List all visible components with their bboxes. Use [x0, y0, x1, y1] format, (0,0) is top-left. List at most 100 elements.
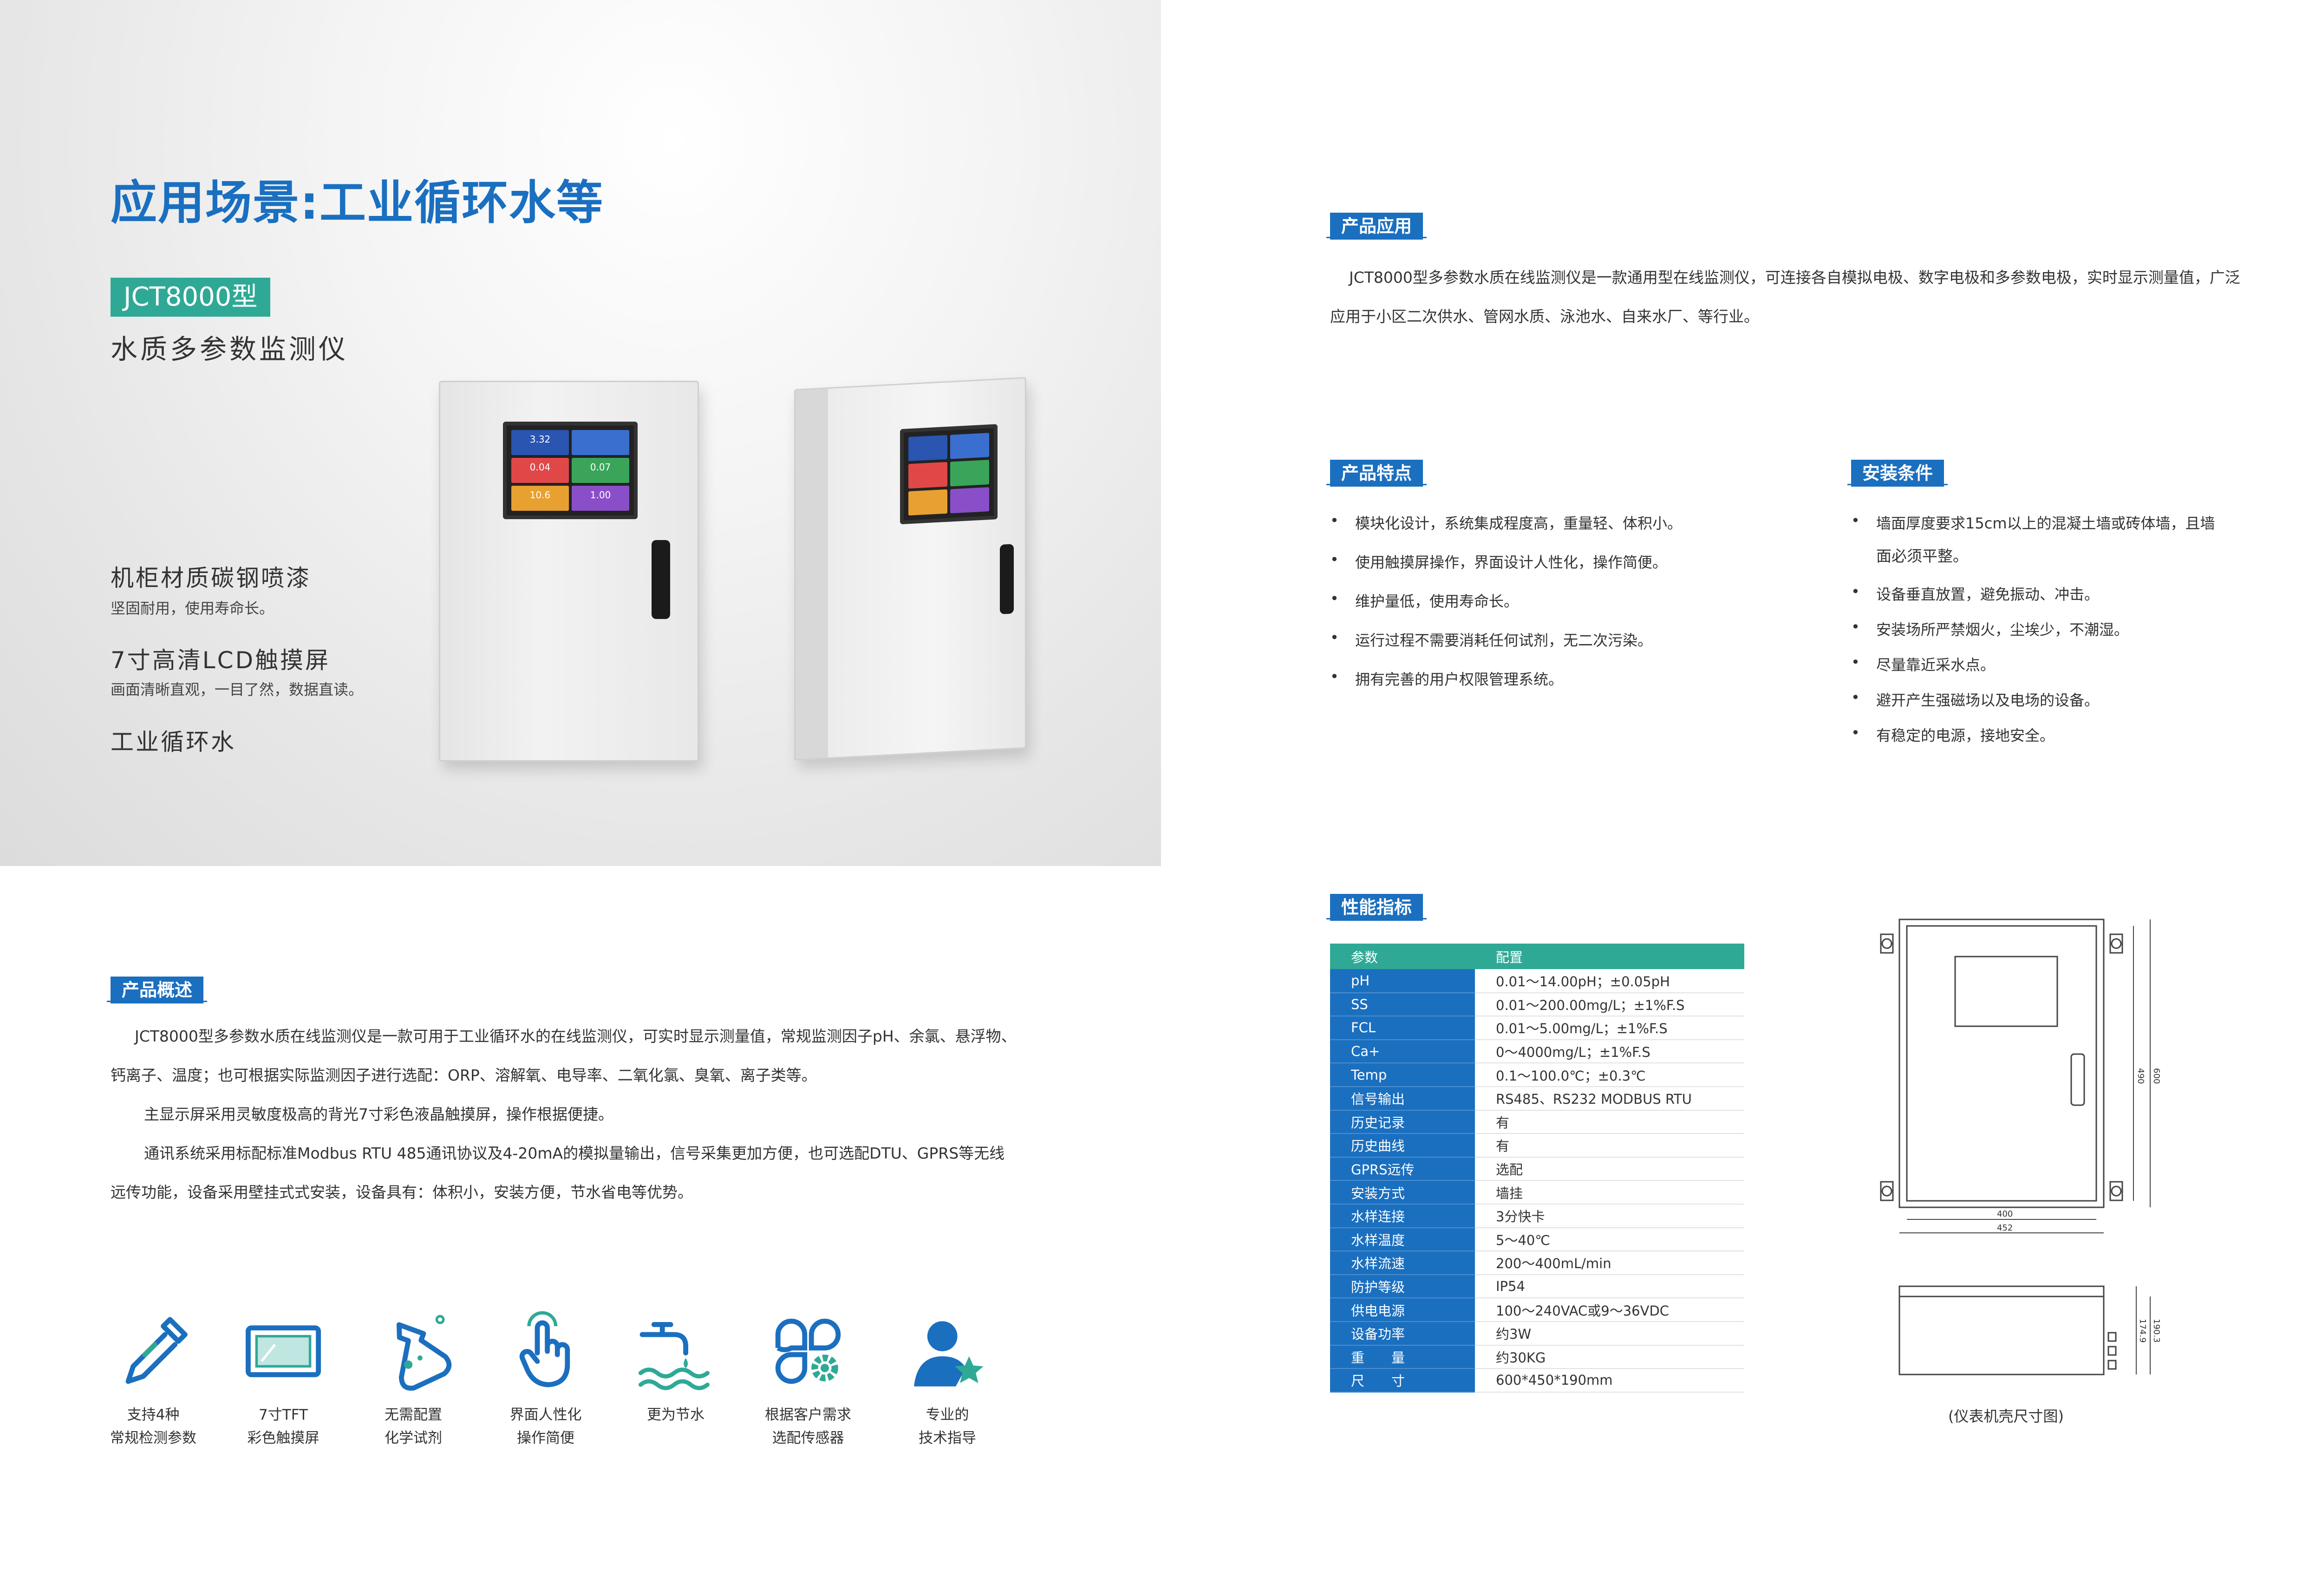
install-item-cont: 面必须平整。 [1876, 547, 1968, 565]
spec-row: 历史记录有 [1330, 1110, 1744, 1134]
spec-key: GPRS远传 [1330, 1157, 1475, 1181]
feature-item: 使用触摸屏操作，界面设计人性化，操作简便。 [1330, 551, 1667, 572]
spec-header: 配置 [1475, 944, 1744, 969]
hero-feature-desc: 画面清晰直观，一目了然，数据直读。 [111, 681, 364, 698]
spec-value: RS485、RS232 MODBUS RTU [1475, 1086, 1744, 1111]
spec-key: pH [1330, 969, 1475, 993]
icon-label: 化学试剂 [385, 1430, 442, 1446]
icon-label: 彩色触摸屏 [247, 1430, 320, 1446]
icon-label: 专业的 [926, 1407, 969, 1423]
spec-value: 200～400mL/min [1475, 1251, 1744, 1275]
feature-item: 模块化设计，系统集成程度高，重量轻、体积小。 [1330, 512, 1682, 533]
specs-label: 性能指标 [1326, 894, 1427, 921]
door-handle [1000, 544, 1014, 614]
feature-item: 拥有完善的用户权限管理系统。 [1330, 668, 1563, 689]
spec-value: 5～40℃ [1475, 1227, 1744, 1252]
spec-value: IP54 [1475, 1274, 1744, 1299]
icon-label: 7寸TFT [259, 1407, 308, 1423]
spec-key: 历史曲线 [1330, 1133, 1475, 1158]
screen-tile [908, 489, 947, 516]
spec-value: 600*450*190mm [1475, 1368, 1744, 1393]
screen-tile [950, 433, 989, 459]
dim-depth-b: 190.3 [2152, 1319, 2161, 1343]
spec-key: 设备功率 [1330, 1321, 1475, 1346]
spec-value: 有 [1475, 1133, 1744, 1158]
spec-key: 安装方式 [1330, 1180, 1475, 1205]
icon-label: 根据客户需求 [765, 1407, 851, 1423]
flask-icon [396, 1315, 452, 1391]
spec-key: 水样连接 [1330, 1204, 1475, 1228]
spec-key: 供电电源 [1330, 1298, 1475, 1322]
spec-row: 安装方式墙挂 [1330, 1180, 1744, 1205]
dim-width-inner: 400 [1997, 1209, 2013, 1219]
spec-header: 参数 [1330, 944, 1475, 969]
dropper-icon [125, 1317, 188, 1384]
dim-width-outer: 452 [1997, 1223, 2013, 1233]
touch-screen [900, 424, 998, 525]
screen-value: 0.07 [572, 458, 629, 483]
application-line: 应用于小区二次供水、管网水质、泳池水、自来水厂、等行业。 [1330, 307, 1759, 326]
icon-label: 更为节水 [647, 1407, 704, 1423]
touch-hand-icon [519, 1311, 570, 1388]
overview-label: 产品概述 [106, 977, 208, 1003]
screen-tile [908, 435, 947, 462]
feature-item: 运行过程不需要消耗任何试剂，无二次污染。 [1330, 629, 1652, 650]
screen-value: 0.04 [511, 458, 569, 483]
icon-label: 支持4种 [127, 1407, 180, 1423]
spec-row: GPRS远传选配 [1330, 1157, 1744, 1181]
install-item: 尽量靠近采水点。 [1851, 653, 1995, 675]
spec-row: 重 量约30KG [1330, 1345, 1744, 1369]
page-title: 应用场景:工业循环水等 [111, 176, 604, 230]
spec-value: 100～240VAC或9～36VDC [1475, 1298, 1744, 1322]
install-item: 墙面厚度要求15cm以上的混凝土墙或砖体墙，且墙 [1851, 512, 2215, 533]
install-item: 安装场所严禁烟火，尘埃少，不潮湿。 [1851, 618, 2129, 639]
overview-line: JCT8000型多参数水质在线监测仪是一款可用于工业循环水的在线监测仪，可实时显… [135, 1027, 1017, 1045]
feature-icon-item: 根据客户需求 选配传感器 [748, 1309, 868, 1450]
spec-row: 设备功率约3W [1330, 1321, 1744, 1346]
spec-value: 0～4000mg/L；±1%F.S [1475, 1039, 1744, 1064]
water-tap-icon [638, 1322, 710, 1390]
icon-label: 界面人性化 [509, 1407, 582, 1423]
feature-icon-item: 界面人性化 操作简便 [485, 1309, 606, 1450]
overview-line: 远传功能，设备采用壁挂式式安装，设备具有：体积小，安装方便，节水省电等优势。 [111, 1183, 693, 1201]
touch-screen: 3.32 0.04 0.07 10.6 1.00 [503, 422, 638, 519]
feature-item: 维护量低，使用寿命长。 [1330, 590, 1519, 611]
spec-header-row: 参数 配置 [1330, 944, 1744, 969]
drawing-caption: (仪表机壳尺寸图) [1948, 1407, 2064, 1425]
spec-key: Ca+ [1330, 1039, 1475, 1064]
dimension-drawing: 400 452 490 600 174.9 190.3 [1880, 919, 2161, 1375]
icon-label: 操作简便 [517, 1430, 574, 1446]
install-label: 安装条件 [1847, 460, 1948, 487]
door-handle [652, 540, 670, 619]
dim-depth-a: 174.9 [2138, 1319, 2147, 1343]
overview-line: 通讯系统采用标配标准Modbus RTU 485通讯协议及4-20mA的模拟量输… [144, 1144, 1005, 1162]
spec-row: Ca+0～4000mg/L；±1%F.S [1330, 1039, 1744, 1064]
install-item: 有稳定的电源，接地安全。 [1851, 724, 2055, 745]
feature-icon-item: 无需配置 化学试剂 [353, 1309, 474, 1450]
spec-key: 水样流速 [1330, 1251, 1475, 1275]
expert-icon [914, 1321, 984, 1387]
spec-value: 墙挂 [1475, 1180, 1744, 1205]
spec-key: SS [1330, 992, 1475, 1017]
product-name: 水质多参数监测仪 [111, 333, 349, 365]
model-badge: JCT8000型 [111, 278, 271, 317]
spec-key: Temp [1330, 1063, 1475, 1087]
spec-key: 重 量 [1330, 1345, 1475, 1369]
spec-value: 约30KG [1475, 1345, 1744, 1369]
hero-feature-desc: 坚固耐用，使用寿命长。 [111, 599, 274, 617]
feature-icon-item: 更为节水 [615, 1309, 736, 1427]
screen-value: 10.6 [511, 486, 569, 511]
icon-label: 选配传感器 [772, 1430, 844, 1446]
spec-value: 0.01～200.00mg/L；±1%F.S [1475, 992, 1744, 1017]
spec-key: 尺 寸 [1330, 1368, 1475, 1393]
